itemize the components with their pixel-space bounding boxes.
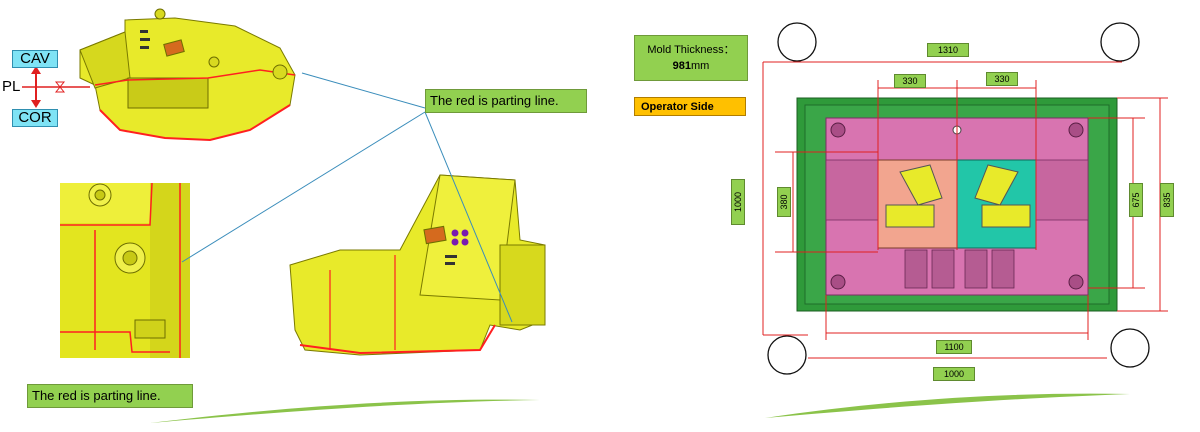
dim-outer-height: 835 <box>1160 183 1174 217</box>
mold-thickness-unit: mm <box>691 60 710 72</box>
swoosh-right <box>765 393 1130 418</box>
swoosh-left <box>150 399 540 423</box>
mold-thickness-value: 981 <box>672 60 692 72</box>
cav-label: CAV <box>12 50 58 68</box>
part-view-iso <box>289 174 546 356</box>
dim-inner-height: 675 <box>1129 183 1143 217</box>
mold-thickness-value-line: 981mm <box>635 60 747 72</box>
part-view-top <box>79 8 296 142</box>
callout-bottom: The red is parting line. <box>27 384 193 408</box>
dim-cavity-height: 380 <box>777 187 791 217</box>
operator-side-badge: Operator Side <box>634 97 746 116</box>
callout-leaders <box>181 72 513 323</box>
dim-top-width: 1310 <box>927 43 969 57</box>
mold-layout <box>767 22 1150 375</box>
pl-arrow-icon <box>22 66 90 108</box>
dim-bottom-inner: 1100 <box>936 340 972 354</box>
dim-insert-right: 330 <box>986 72 1018 86</box>
part-view-zoom <box>60 182 190 358</box>
dim-bottom-outer: 1000 <box>933 367 975 381</box>
dim-insert-left: 330 <box>894 74 926 88</box>
pl-label: PL <box>2 78 21 95</box>
cor-label: COR <box>12 109 58 127</box>
callout-top: The red is parting line. <box>425 89 587 113</box>
mold-thickness-box: Mold Thickness： 981mm <box>634 35 748 81</box>
mold-thickness-label: Mold Thickness： <box>647 44 735 56</box>
dim-left-height: 1000 <box>731 179 745 225</box>
